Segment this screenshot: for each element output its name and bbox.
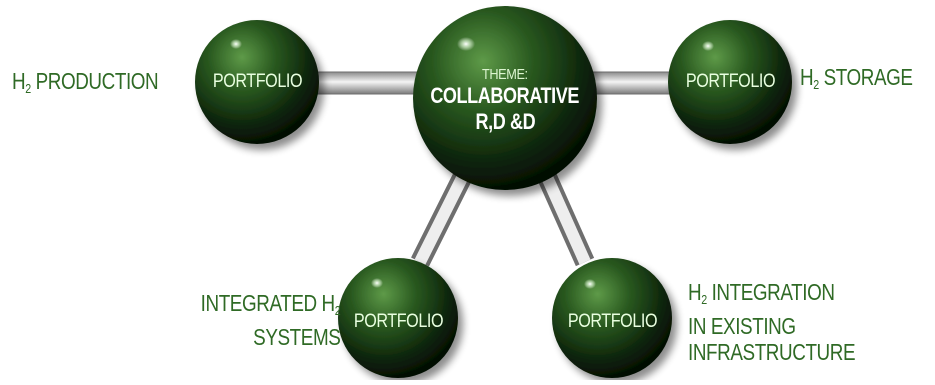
portfolio-ball-storage	[668, 20, 792, 144]
theme-title: COLLABORATIVE	[430, 82, 580, 108]
center-theme-label: THEME: COLLABORATIVE R,D &D	[420, 60, 590, 140]
portfolio-label-infrastructure: PORTFOLIO	[567, 311, 657, 332]
caption-h2-storage: H2 STORAGE	[800, 64, 913, 92]
portfolio-label-storage: PORTFOLIO	[685, 71, 775, 92]
portfolio-ball-integrated-systems	[338, 258, 458, 378]
center-theme-ball	[413, 6, 597, 190]
caption-h2-integration-existing-infrastructure: H2 INTEGRATION IN EXISTING INFRASTRUCTUR…	[688, 279, 856, 365]
connector-bottom-right	[537, 172, 595, 267]
caption-integrated-h2-systems: INTEGRATED H2 SYSTEMS	[200, 290, 340, 350]
portfolio-ball-infrastructure	[552, 258, 672, 378]
portfolio-ball-production	[195, 20, 319, 144]
caption-h2-production: H2 PRODUCTION	[12, 68, 159, 96]
portfolio-label-integrated-systems: PORTFOLIO	[353, 311, 443, 332]
theme-heading: THEME:	[482, 65, 528, 83]
theme-subtitle: R,D &D	[475, 108, 535, 134]
connector-bottom-left	[411, 173, 471, 267]
portfolio-label-production: PORTFOLIO	[212, 71, 302, 92]
